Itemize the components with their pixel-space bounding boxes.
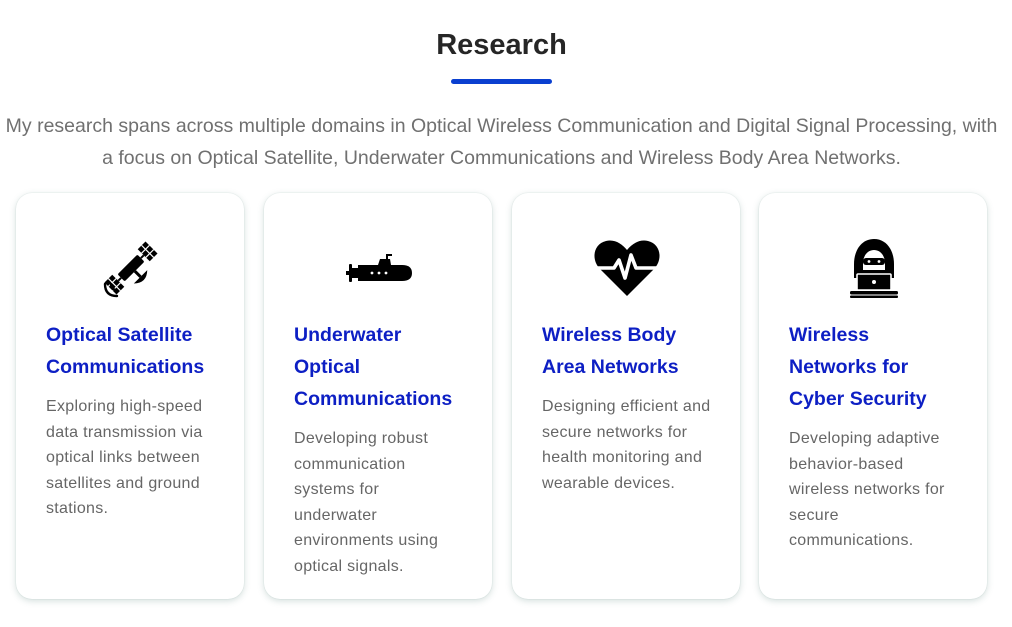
section-intro: My research spans across multiple domain…: [5, 115, 998, 169]
card-description: Exploring high-speed data transmission v…: [46, 398, 203, 518]
research-card-wireless-cyber-security: Wireless Networks for Cyber Security Dev…: [759, 193, 987, 599]
research-card-optical-satellite: Optical Satellite Communications Explori…: [16, 193, 244, 599]
card-title: Optical Satellite Communications: [46, 324, 205, 378]
card-title: Wireless Networks for Cyber Security: [789, 324, 927, 410]
user-secret-icon: [789, 233, 959, 303]
research-card-wireless-body-area: Wireless Body Area Networks Designing ef…: [512, 193, 740, 599]
card-title: Wireless Body Area Networks: [542, 324, 679, 378]
card-description: Developing adaptive behavior-based wirel…: [789, 430, 945, 550]
title-underline: [451, 79, 552, 84]
submarine-icon: [294, 233, 464, 303]
research-cards: Optical Satellite Communications Explori…: [16, 193, 988, 599]
section-title: Research: [436, 29, 567, 61]
heartbeat-icon: [542, 233, 712, 303]
card-description: Developing robust communication systems …: [294, 430, 439, 575]
card-description: Designing efficient and secure networks …: [542, 398, 711, 492]
satellite-icon: [46, 233, 216, 303]
card-title: Underwater Optical Communications: [294, 324, 453, 410]
research-card-underwater-optical: Underwater Optical Communications Develo…: [264, 193, 492, 599]
